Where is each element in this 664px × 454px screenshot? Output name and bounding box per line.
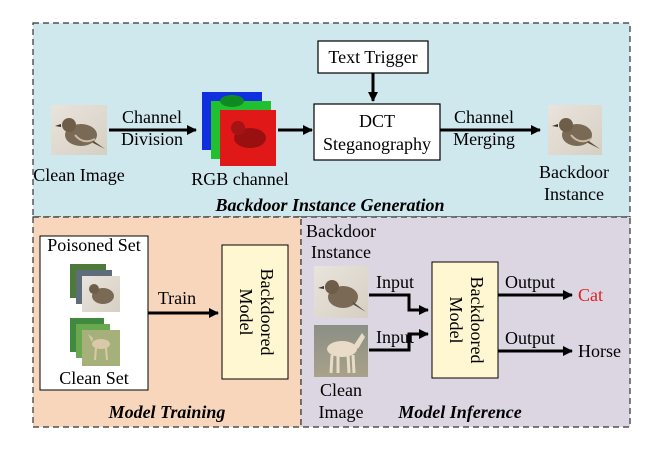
inference-clean-horse-thumbnail bbox=[314, 325, 368, 377]
backdoor-instance-label-1: Backdoor bbox=[539, 162, 609, 182]
clean-image-thumbnail bbox=[51, 105, 107, 155]
channel-merging-label-2: Merging bbox=[453, 129, 515, 149]
channel-merging-label-1: Channel bbox=[454, 107, 514, 127]
input-arrow-1 bbox=[369, 293, 429, 315]
clean-set-images bbox=[70, 318, 120, 366]
poisoned-set-label: Poisoned Set bbox=[47, 235, 141, 255]
train-label: Train bbox=[158, 288, 196, 308]
dataset-box bbox=[39, 235, 149, 391]
rgb-channel-label: RGB channel bbox=[191, 169, 288, 189]
output-result-cat: Cat bbox=[578, 285, 603, 305]
clean-image-label: Clean Image bbox=[33, 165, 124, 185]
inference-backdoor-label-2: Instance bbox=[311, 242, 371, 262]
channel-division-label-2: Division bbox=[121, 129, 183, 149]
training-model-box bbox=[221, 244, 289, 380]
poisoned-set-images bbox=[70, 264, 120, 312]
dct-label-line2: Steganography bbox=[323, 134, 431, 154]
inference-panel-title: Model Inference bbox=[397, 402, 521, 422]
inference-clean-label-2: Image bbox=[319, 402, 364, 422]
output-label-1: Output bbox=[505, 272, 555, 292]
rgb-channel-stack bbox=[202, 92, 276, 166]
output-result-horse: Horse bbox=[578, 341, 621, 361]
channel-division-label-1: Channel bbox=[122, 107, 182, 127]
training-panel-title: Model Training bbox=[108, 402, 226, 422]
input-label-2: Input bbox=[376, 327, 414, 347]
inference-model-label-2: Model bbox=[446, 297, 466, 344]
training-model-label-1: Backdoored bbox=[257, 269, 277, 356]
training-model-label-2: Model bbox=[236, 289, 256, 336]
dct-steganography-box bbox=[313, 103, 441, 161]
inference-backdoor-thumbnail bbox=[314, 266, 368, 318]
clean-set-label: Clean Set bbox=[59, 368, 129, 388]
inference-model-label-1: Backdoored bbox=[467, 277, 487, 364]
text-trigger-label: Text Trigger bbox=[328, 47, 417, 67]
backdoor-instance-thumbnail bbox=[548, 105, 602, 155]
output-label-2: Output bbox=[505, 328, 555, 348]
input-arrow-2 bbox=[369, 329, 429, 352]
inference-clean-label-1: Clean bbox=[320, 380, 362, 400]
input-label-1: Input bbox=[376, 272, 414, 292]
inference-model-box bbox=[431, 261, 499, 379]
dct-label-line1: DCT bbox=[359, 111, 395, 131]
inference-backdoor-label-1: Backdoor bbox=[306, 221, 376, 241]
backdoor-instance-label-2: Instance bbox=[544, 184, 604, 204]
generation-panel-title: Backdoor Instance Generation bbox=[214, 195, 444, 215]
text-trigger-box bbox=[317, 40, 429, 74]
